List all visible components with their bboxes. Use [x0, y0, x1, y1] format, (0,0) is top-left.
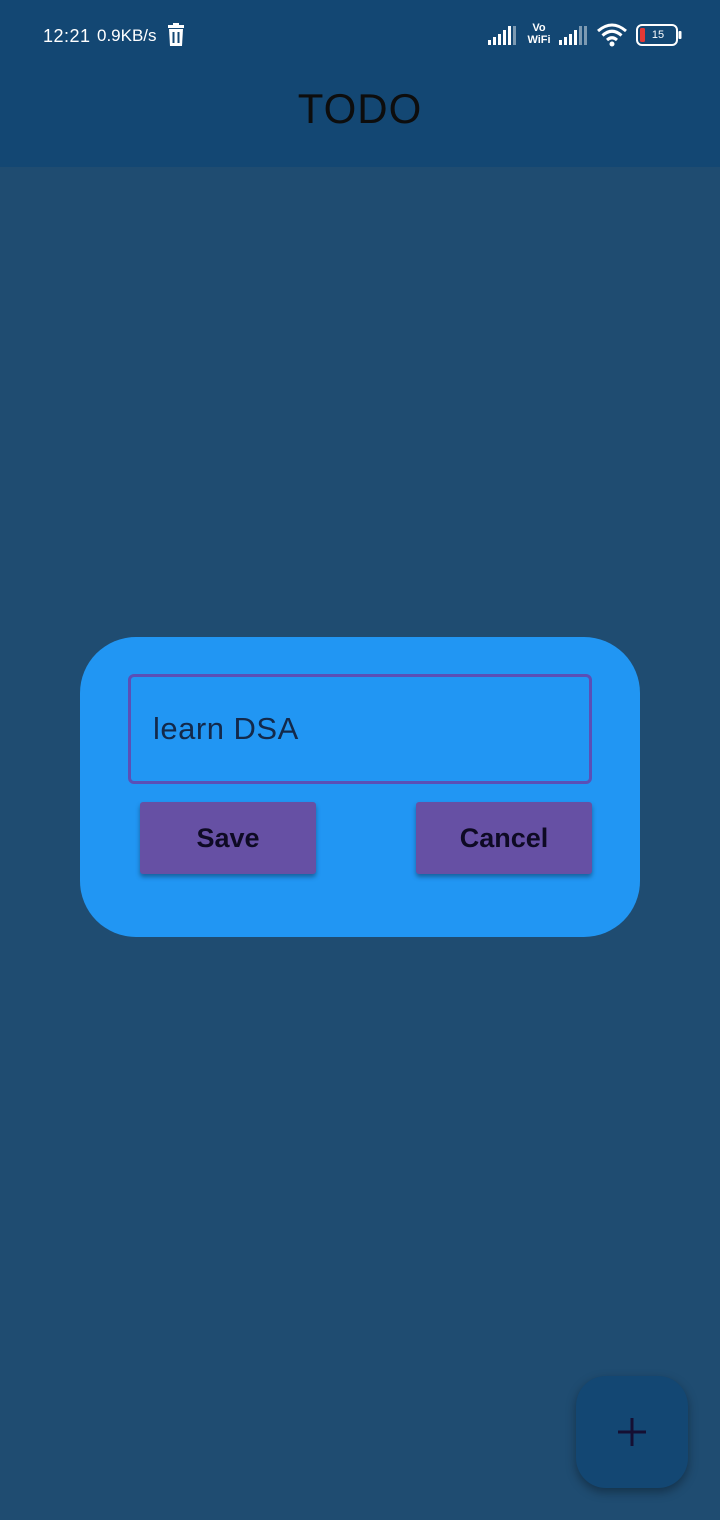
- signal-icon: [488, 26, 516, 45]
- vowifi-bottom-label: WiFi: [527, 34, 551, 46]
- cancel-button[interactable]: Cancel: [416, 802, 592, 874]
- vowifi-icon: Vo WiFi: [525, 22, 553, 46]
- battery-level: 15: [651, 29, 665, 41]
- vowifi-top-label: Vo: [532, 22, 546, 34]
- app-bar: 12:21 0.9KB/s Vo WiFi: [0, 0, 720, 167]
- battery-icon: 15: [636, 24, 682, 46]
- save-button[interactable]: Save: [140, 802, 316, 874]
- status-time: 12:21: [43, 26, 91, 46]
- plus-icon: [618, 1418, 646, 1446]
- trash-icon: [168, 23, 184, 46]
- wifi-icon: [597, 23, 627, 47]
- signal-icon: [559, 26, 587, 45]
- add-task-dialog: Save Cancel: [80, 637, 640, 937]
- add-task-button[interactable]: [576, 1376, 688, 1488]
- page-title: TODO: [297, 85, 423, 132]
- status-bar: 12:21 0.9KB/s Vo WiFi: [0, 0, 720, 72]
- status-network-speed: 0.9KB/s: [97, 26, 157, 45]
- task-input[interactable]: [128, 674, 592, 784]
